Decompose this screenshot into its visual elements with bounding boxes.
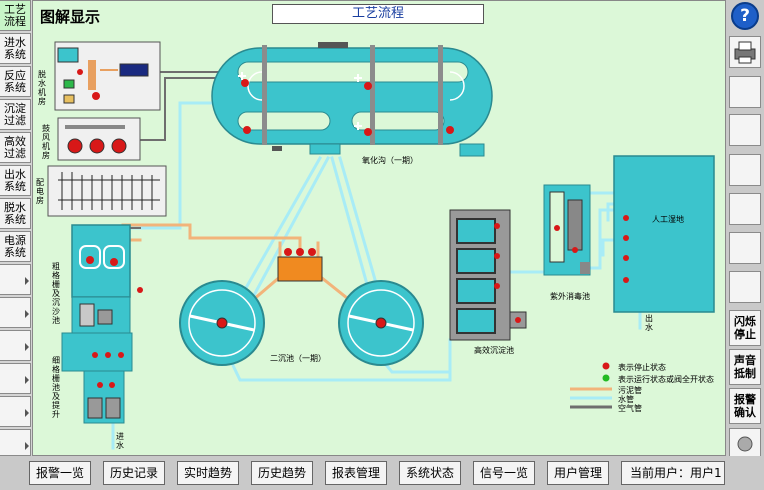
page-title: 图解显示 xyxy=(40,8,101,26)
alarm-ack-button[interactable]: 报警 确认 xyxy=(729,388,761,424)
tab-reaction-system[interactable]: 反应 系统 xyxy=(0,66,31,97)
report-management-button[interactable]: 报表管理 xyxy=(325,461,387,485)
printer-icon xyxy=(734,41,756,64)
legend-run-dot xyxy=(602,374,610,382)
record-icon xyxy=(737,436,753,452)
printer-button[interactable] xyxy=(729,36,761,68)
tab-power-system[interactable]: 电源 系统 xyxy=(0,231,31,262)
legend-stop-text: 表示停止状态 xyxy=(618,363,666,372)
legend-stop-dot xyxy=(602,362,610,370)
current-user-box: 当前用户：用户1 xyxy=(621,461,725,485)
status-light-stop xyxy=(364,128,372,136)
legend xyxy=(570,362,612,409)
label-power-room: 配电房 xyxy=(36,178,44,205)
secondary-clarifier-1[interactable] xyxy=(179,280,265,366)
label-outlet: 出水 xyxy=(645,314,653,332)
right-empty-button-2[interactable] xyxy=(729,114,761,146)
signal-list-button[interactable]: 信号一览 xyxy=(473,461,535,485)
status-light-stop xyxy=(364,82,372,90)
process-flow-button[interactable]: 工艺流程 xyxy=(272,4,484,24)
dewatering-room[interactable] xyxy=(54,41,161,111)
label-hi-eff-sed: 高效沉淀池 xyxy=(474,346,514,355)
realtime-trend-button[interactable]: 实时趋势 xyxy=(177,461,239,485)
tab-inlet-system[interactable]: 进水 系统 xyxy=(0,33,31,64)
status-light-stop xyxy=(446,126,454,134)
artificial-wetland[interactable] xyxy=(613,155,715,313)
sludge-pump-box[interactable] xyxy=(277,248,323,282)
right-empty-button-1[interactable] xyxy=(729,76,761,108)
status-light-stop xyxy=(243,126,251,134)
uv-disinfection-tank[interactable] xyxy=(543,184,591,276)
blower-room[interactable] xyxy=(57,117,141,161)
tab-dewatering-system[interactable]: 脱水 系统 xyxy=(0,198,31,229)
aerator-icons xyxy=(238,72,454,136)
label-coarse-screen: 粗格栅及沉沙池 xyxy=(52,262,60,325)
history-trend-button[interactable]: 历史趋势 xyxy=(251,461,313,485)
label-blower-room: 鼓风机房 xyxy=(42,124,50,160)
coarse-screen-grit-chamber[interactable] xyxy=(71,224,143,334)
current-user-value: 用户1 xyxy=(690,466,722,480)
high-efficiency-sedimentation-tank[interactable] xyxy=(449,209,527,341)
tab-empty-5[interactable] xyxy=(0,396,31,427)
tab-empty-2[interactable] xyxy=(0,297,31,328)
current-user-label: 当前用户： xyxy=(630,466,691,480)
system-status-button[interactable]: 系统状态 xyxy=(399,461,461,485)
label-fine-screen: 细格栅池及提升 xyxy=(52,356,60,419)
oxidation-ditch[interactable] xyxy=(211,42,493,157)
right-empty-button-5[interactable] xyxy=(729,232,761,264)
legend-sludge-text: 污泥管 xyxy=(618,386,642,395)
label-dewatering-room: 脱水机房 xyxy=(38,70,46,106)
mute-button[interactable]: 声音 抵制 xyxy=(729,349,761,385)
tab-process-flow[interactable]: 工艺 流程 xyxy=(0,0,31,31)
label-oxidation-ditch: 氧化沟（一期） xyxy=(362,156,418,165)
flash-stop-button[interactable]: 闪烁 停止 xyxy=(729,310,761,346)
legend-air-text: 空气管 xyxy=(618,404,642,413)
tab-empty-1[interactable] xyxy=(0,264,31,295)
fine-screen-lift-pump[interactable] xyxy=(61,332,133,424)
status-light-stop xyxy=(241,79,249,87)
history-record-button[interactable]: 历史记录 xyxy=(103,461,165,485)
label-inlet: 进水 xyxy=(116,432,124,450)
label-wetland: 人工湿地 xyxy=(652,215,684,224)
user-management-button[interactable]: 用户管理 xyxy=(547,461,609,485)
tab-outlet-system[interactable]: 出水 系统 xyxy=(0,165,31,196)
help-icon[interactable]: ? xyxy=(731,2,759,30)
left-tab-bar: 工艺 流程 进水 系统 反应 系统 沉淀 过滤 高效 过滤 出水 系统 脱水 系… xyxy=(0,0,32,456)
alarm-list-button[interactable]: 报警一览 xyxy=(29,461,91,485)
label-secondary-clarifier: 二沉池（一期） xyxy=(270,354,326,363)
label-uv-disinfection: 紫外消毒池 xyxy=(550,292,590,301)
legend-water-text: 水管 xyxy=(618,395,634,404)
legend-run-text: 表示运行状态或阀全开状态 xyxy=(618,375,714,384)
right-empty-button-6[interactable] xyxy=(729,271,761,303)
tab-empty-3[interactable] xyxy=(0,330,31,361)
tab-high-efficiency-filter[interactable]: 高效 过滤 xyxy=(0,132,31,163)
secondary-clarifier-2[interactable] xyxy=(338,280,424,366)
tab-empty-4[interactable] xyxy=(0,363,31,394)
tab-sedimentation-filter[interactable]: 沉淀 过滤 xyxy=(0,99,31,130)
right-empty-button-4[interactable] xyxy=(729,193,761,225)
right-empty-button-3[interactable] xyxy=(729,154,761,186)
record-button[interactable] xyxy=(729,428,761,460)
tab-empty-6[interactable] xyxy=(0,429,31,456)
power-room[interactable] xyxy=(47,165,167,217)
